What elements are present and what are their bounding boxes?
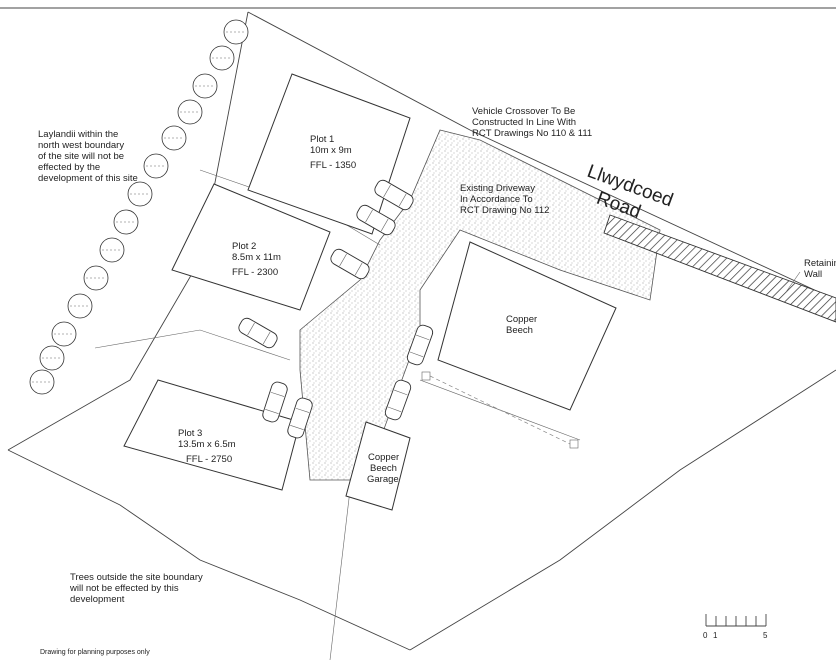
marker-square [569, 439, 579, 449]
scale-bar: 0 1 5 [703, 614, 768, 640]
tree-icon [192, 73, 218, 99]
retaining-wall [603, 214, 836, 323]
note-laylandii: Laylandii within the north west boundary… [38, 129, 138, 184]
parked-cars [238, 179, 434, 439]
footer-note: Drawing for planning purposes only [40, 649, 150, 656]
copper-beech-garage [345, 421, 411, 511]
site-boundary [7, 11, 836, 651]
tree-icon [143, 153, 169, 179]
tree-icon [161, 125, 187, 151]
car [287, 397, 313, 439]
tree-icon [177, 99, 203, 125]
car [238, 317, 278, 349]
note-vehicle-crossover: Vehicle Crossover To Be Constructed In L… [472, 106, 592, 139]
tree-icon [67, 293, 93, 319]
copper-beech-building [437, 241, 617, 411]
tree-icon [39, 345, 65, 371]
plot-2-building [171, 183, 331, 311]
tree-icon [83, 265, 109, 291]
plot-1-label: Plot 1 10m x 9m FFL - 1350 [310, 134, 356, 171]
car [406, 324, 434, 366]
svg-text:0: 0 [703, 631, 708, 640]
tree-icon [51, 321, 77, 347]
tree-icon [29, 369, 55, 395]
tree-icon [99, 237, 125, 263]
tree-icon [113, 209, 139, 235]
note-retaining-wall: Retaining Wall [804, 258, 836, 280]
tree-icon [209, 45, 235, 71]
tree-icon [127, 181, 153, 207]
note-existing-driveway: Existing Driveway In Accordance To RCT D… [460, 183, 549, 216]
car [384, 379, 412, 421]
svg-text:1: 1 [713, 631, 718, 640]
plot-3-label: Plot 3 13.5m x 6.5m FFL - 2750 [178, 428, 238, 465]
tree-icon [223, 19, 249, 45]
plot-3-building [123, 379, 301, 491]
plot-1-building [247, 73, 411, 235]
note-trees-outside: Trees outside the site boundary will not… [69, 572, 205, 605]
car [356, 204, 396, 236]
car [330, 248, 370, 280]
svg-text:5: 5 [763, 631, 768, 640]
marker-square [421, 371, 431, 381]
car [374, 179, 414, 211]
copper-beech-label: Copper Beech [506, 314, 540, 336]
copper-beech-garage-label: Copper Beech Garage [367, 452, 402, 485]
leader-line [785, 271, 801, 293]
laylandii-trees [29, 19, 249, 395]
plot-2-label: Plot 2 8.5m x 11m FFL - 2300 [232, 241, 284, 278]
car [262, 381, 288, 423]
